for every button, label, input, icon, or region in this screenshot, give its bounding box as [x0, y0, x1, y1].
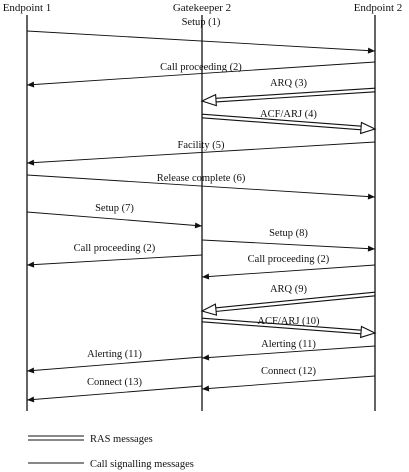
message-7-line — [26, 211, 203, 227]
message-6: Release complete (6) — [26, 173, 376, 200]
message-1: Setup (1) — [26, 17, 376, 54]
lane-header-endpoint1: Endpoint 1 — [3, 2, 52, 14]
message-11: ARQ (9) — [200, 284, 376, 316]
message-7-arrowhead — [194, 222, 202, 229]
message-14-arrowhead — [27, 367, 35, 374]
message-1-label: Setup (1) — [182, 17, 221, 28]
message-2-arrowhead — [27, 81, 35, 88]
legend: RAS messages Call signalling messages — [28, 434, 194, 470]
message-8: Setup (8) — [201, 228, 376, 252]
message-1-line — [26, 30, 376, 52]
message-15: Connect (12) — [201, 366, 376, 392]
message-8-line — [201, 239, 376, 250]
message-16-arrowhead — [27, 396, 35, 403]
message-12: ACF/ARJ (10) — [201, 316, 377, 339]
message-8-arrowhead — [367, 245, 375, 252]
message-5-line — [26, 141, 376, 164]
message-16-line — [26, 385, 203, 401]
lane-headers: Endpoint 1 Gatekeeper 2 Endpoint 2 — [3, 2, 403, 14]
message-1-arrowhead — [367, 47, 375, 54]
message-7-label: Setup (7) — [95, 203, 134, 214]
lifelines — [26, 15, 376, 411]
message-4-line-2 — [202, 113, 364, 127]
message-4-arrowhead — [360, 121, 377, 135]
message-5-arrowhead — [27, 159, 35, 166]
message-13-arrowhead — [202, 354, 210, 361]
message-3-line-1 — [213, 87, 375, 99]
message-6-line — [26, 174, 376, 198]
message-9-arrowhead — [27, 261, 35, 268]
message-3-label: ARQ (3) — [270, 78, 308, 89]
message-14-line — [26, 356, 203, 372]
legend-call-label: Call signalling messages — [90, 459, 194, 470]
message-2-label: Call proceeding (2) — [160, 62, 242, 73]
message-12-arrowhead — [360, 325, 377, 339]
message-14-label: Alerting (11) — [87, 349, 142, 360]
message-4-label: ACF/ARJ (4) — [260, 109, 317, 120]
message-10: Call proceeding (2) — [201, 254, 376, 280]
legend-ras-label: RAS messages — [90, 434, 153, 445]
message-11-line-1 — [213, 291, 375, 309]
message-15-label: Connect (12) — [261, 366, 317, 377]
message-3-line-2 — [213, 91, 376, 103]
message-16-label: Connect (13) — [87, 377, 143, 388]
message-12-label: ACF/ARJ (10) — [257, 316, 320, 327]
message-4: ACF/ARJ (4) — [201, 109, 377, 135]
lane-header-gatekeeper: Gatekeeper 2 — [173, 2, 231, 14]
message-12-line-1 — [201, 321, 364, 335]
message-8-label: Setup (8) — [269, 228, 308, 239]
message-11-arrowhead — [200, 303, 218, 316]
message-5-label: Facility (5) — [178, 140, 225, 151]
message-6-arrowhead — [367, 193, 375, 200]
message-14: Alerting (11) — [26, 349, 203, 374]
message-6-label: Release complete (6) — [157, 173, 246, 184]
message-3-arrowhead — [200, 93, 217, 107]
message-10-line — [201, 264, 376, 278]
message-15-line — [201, 375, 376, 390]
lane-header-endpoint2: Endpoint 2 — [354, 2, 403, 14]
message-9-line — [26, 254, 203, 266]
message-13: Alerting (11) — [201, 339, 376, 361]
message-13-line — [201, 345, 376, 359]
message-5: Facility (5) — [26, 140, 376, 166]
message-12-line-2 — [202, 317, 364, 331]
message-9: Call proceeding (2) — [26, 243, 203, 268]
message-3: ARQ (3) — [200, 78, 376, 107]
message-10-arrowhead — [202, 273, 210, 280]
message-13-label: Alerting (11) — [261, 339, 316, 350]
message-15-arrowhead — [202, 385, 210, 392]
messages: Setup (1) Call proceeding (2) ARQ (3) ACF/A… — [26, 17, 377, 403]
message-10-label: Call proceeding (2) — [248, 254, 330, 265]
message-7: Setup (7) — [26, 203, 203, 229]
message-2-line — [26, 61, 376, 86]
message-11-label: ARQ (9) — [270, 284, 308, 295]
message-11-line-2 — [213, 295, 376, 313]
message-4-line-1 — [201, 117, 364, 131]
message-2: Call proceeding (2) — [26, 61, 376, 88]
message-9-label: Call proceeding (2) — [74, 243, 156, 254]
message-16: Connect (13) — [26, 377, 203, 403]
